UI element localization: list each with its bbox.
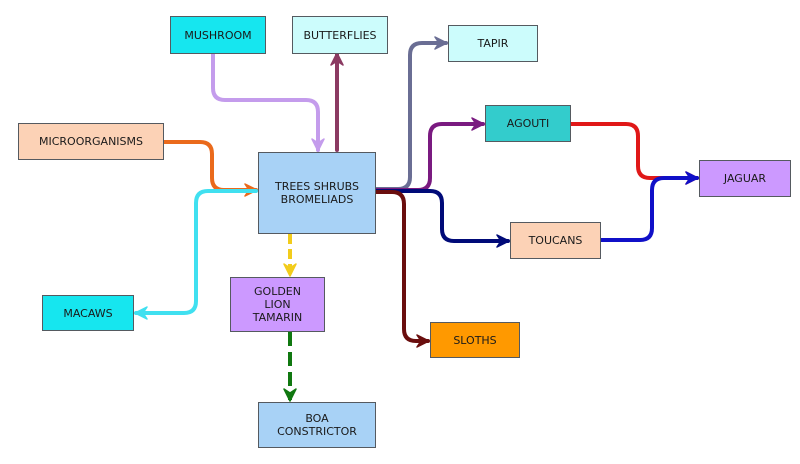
arrow-toucans-to-jaguar	[599, 171, 699, 242]
node-agouti: AGOUTI	[485, 105, 571, 142]
arrow-trees-to-toucans	[374, 189, 510, 248]
arrow-trees-to-agouti	[374, 117, 485, 192]
node-mushroom: MUSHROOM	[170, 16, 266, 54]
arrow-trees-to-sloths	[374, 190, 430, 348]
node-microorganisms: MICROORGANISMS	[18, 123, 164, 160]
node-macaws: MACAWS	[42, 295, 134, 331]
arrow-mushroom-to-trees	[211, 52, 325, 152]
node-trees-shrubs-bromeliads: TREES SHRUBS BROMELIADS	[258, 152, 376, 234]
node-butterflies: BUTTERFLIES	[292, 16, 388, 54]
arrow-trees-to-macaws	[134, 189, 258, 320]
node-sloths: SLOTHS	[430, 322, 520, 358]
node-toucans: TOUCANS	[510, 222, 601, 259]
arrow-trees-to-tapir	[374, 36, 448, 191]
node-tapir: TAPIR	[448, 25, 538, 62]
arrow-microorganisms-to-trees	[162, 140, 258, 197]
node-golden-lion-tamarin: GOLDEN LION TAMARIN	[230, 277, 325, 332]
node-jaguar: JAGUAR	[699, 160, 791, 197]
node-boa-constrictor: BOA CONSTRICTOR	[258, 402, 376, 448]
arrow-agouti-to-jaguar	[569, 122, 699, 185]
